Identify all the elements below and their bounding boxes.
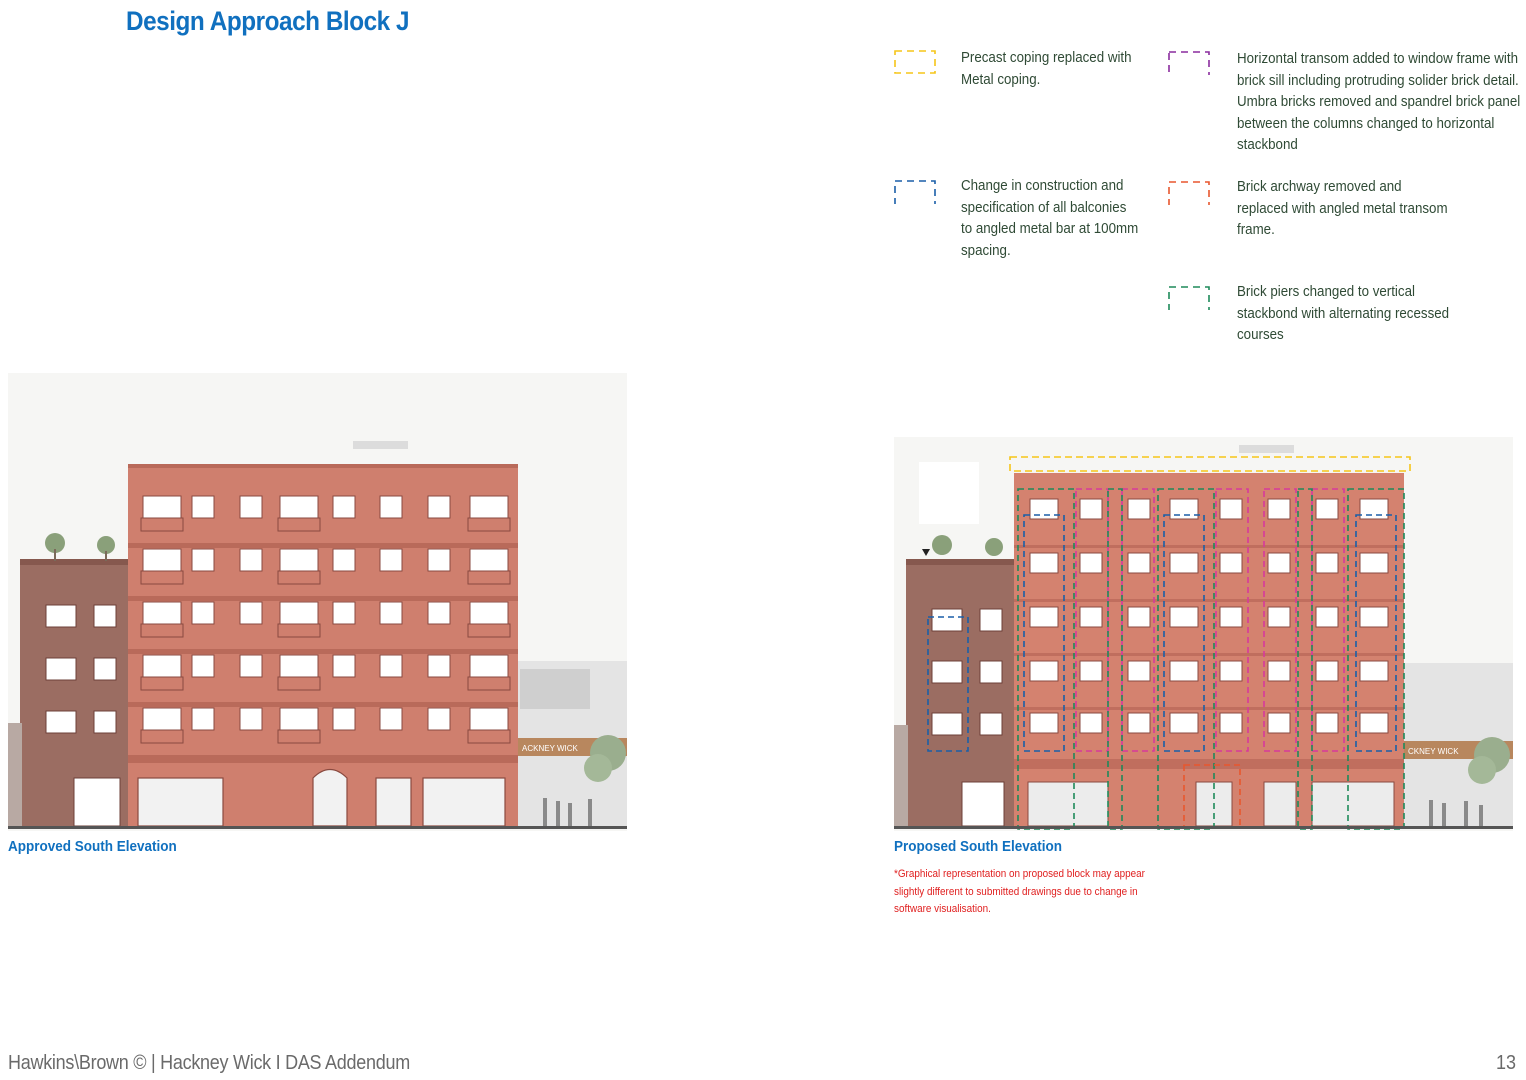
- legend-text: Horizontal transom added to window frame…: [1237, 51, 1521, 153]
- dashed-box-icon: [1168, 181, 1210, 205]
- disclaimer-note: *Graphical representation on proposed bl…: [894, 868, 1145, 915]
- approved-elevation-drawing: ACKNEY WICK: [8, 373, 627, 831]
- station-signage: CKNEY WICK: [1408, 747, 1459, 756]
- footer-text: Hawkins\Brown © | Hackney Wick I DAS Add…: [8, 1052, 410, 1074]
- dashed-box-icon: [1168, 51, 1210, 75]
- proposed-caption: Proposed South Elevation: [894, 838, 1063, 855]
- approved-caption: Approved South Elevation: [8, 838, 177, 855]
- dashed-box-icon: [1168, 286, 1210, 310]
- station-signage: ACKNEY WICK: [522, 744, 579, 753]
- page-number: 13: [1496, 1052, 1517, 1074]
- proposed-elevation-drawing: CKNEY WICK: [894, 437, 1513, 831]
- dashed-box-icon: [894, 180, 936, 204]
- dashed-box-icon: [894, 50, 936, 74]
- page-title: Design Approach Block J: [126, 6, 410, 36]
